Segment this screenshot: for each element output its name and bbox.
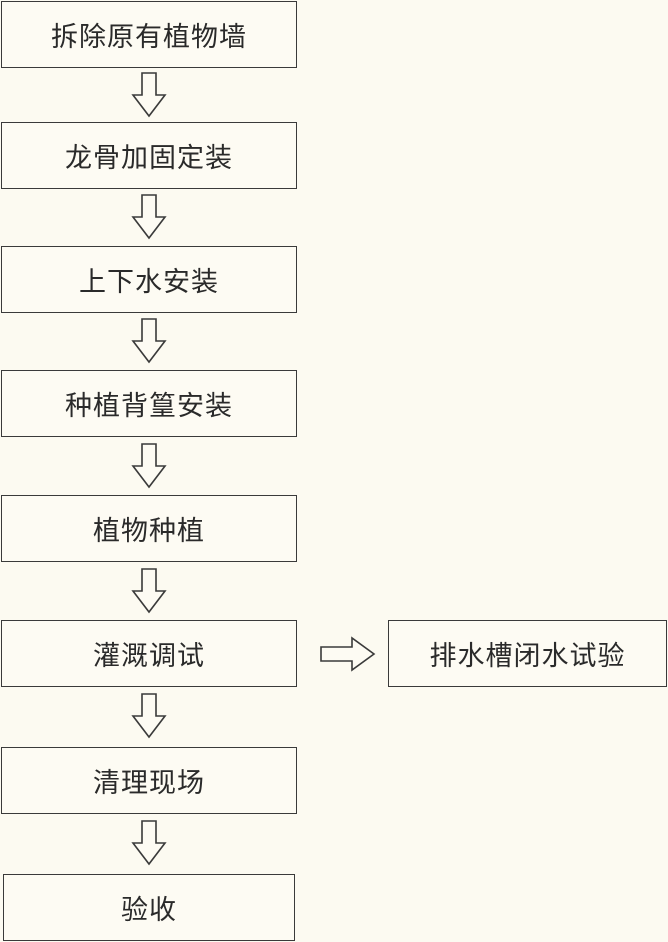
step-box-4: 种植背篁安装: [1, 370, 297, 437]
step-label: 上下水安装: [79, 267, 219, 298]
right-arrow-icon: [320, 636, 376, 672]
step-box-2: 龙骨加固定装: [1, 122, 297, 189]
side-step-label: 排水槽闭水试验: [429, 641, 626, 672]
down-arrow-icon: [131, 568, 167, 614]
step-box-7: 清理现场: [1, 747, 297, 814]
step-label: 清理现场: [93, 768, 205, 799]
step-label: 灌溉调试: [93, 641, 205, 672]
down-arrow-icon: [131, 194, 167, 240]
step-box-8: 验收: [3, 874, 295, 941]
step-label: 验收: [121, 895, 177, 926]
step-box-1: 拆除原有植物墙: [1, 1, 297, 68]
step-label: 龙骨加固定装: [65, 143, 233, 174]
side-step-box: 排水槽闭水试验: [388, 620, 667, 687]
step-label: 种植背篁安装: [65, 391, 233, 422]
step-box-3: 上下水安装: [1, 246, 297, 313]
down-arrow-icon: [131, 318, 167, 364]
down-arrow-icon: [131, 72, 167, 118]
step-label: 植物种植: [93, 516, 205, 547]
step-box-5: 植物种植: [1, 495, 297, 562]
down-arrow-icon: [131, 693, 167, 739]
step-label: 拆除原有植物墙: [51, 22, 247, 53]
step-box-6: 灌溉调试: [1, 620, 297, 687]
down-arrow-icon: [131, 443, 167, 489]
down-arrow-icon: [131, 820, 167, 866]
